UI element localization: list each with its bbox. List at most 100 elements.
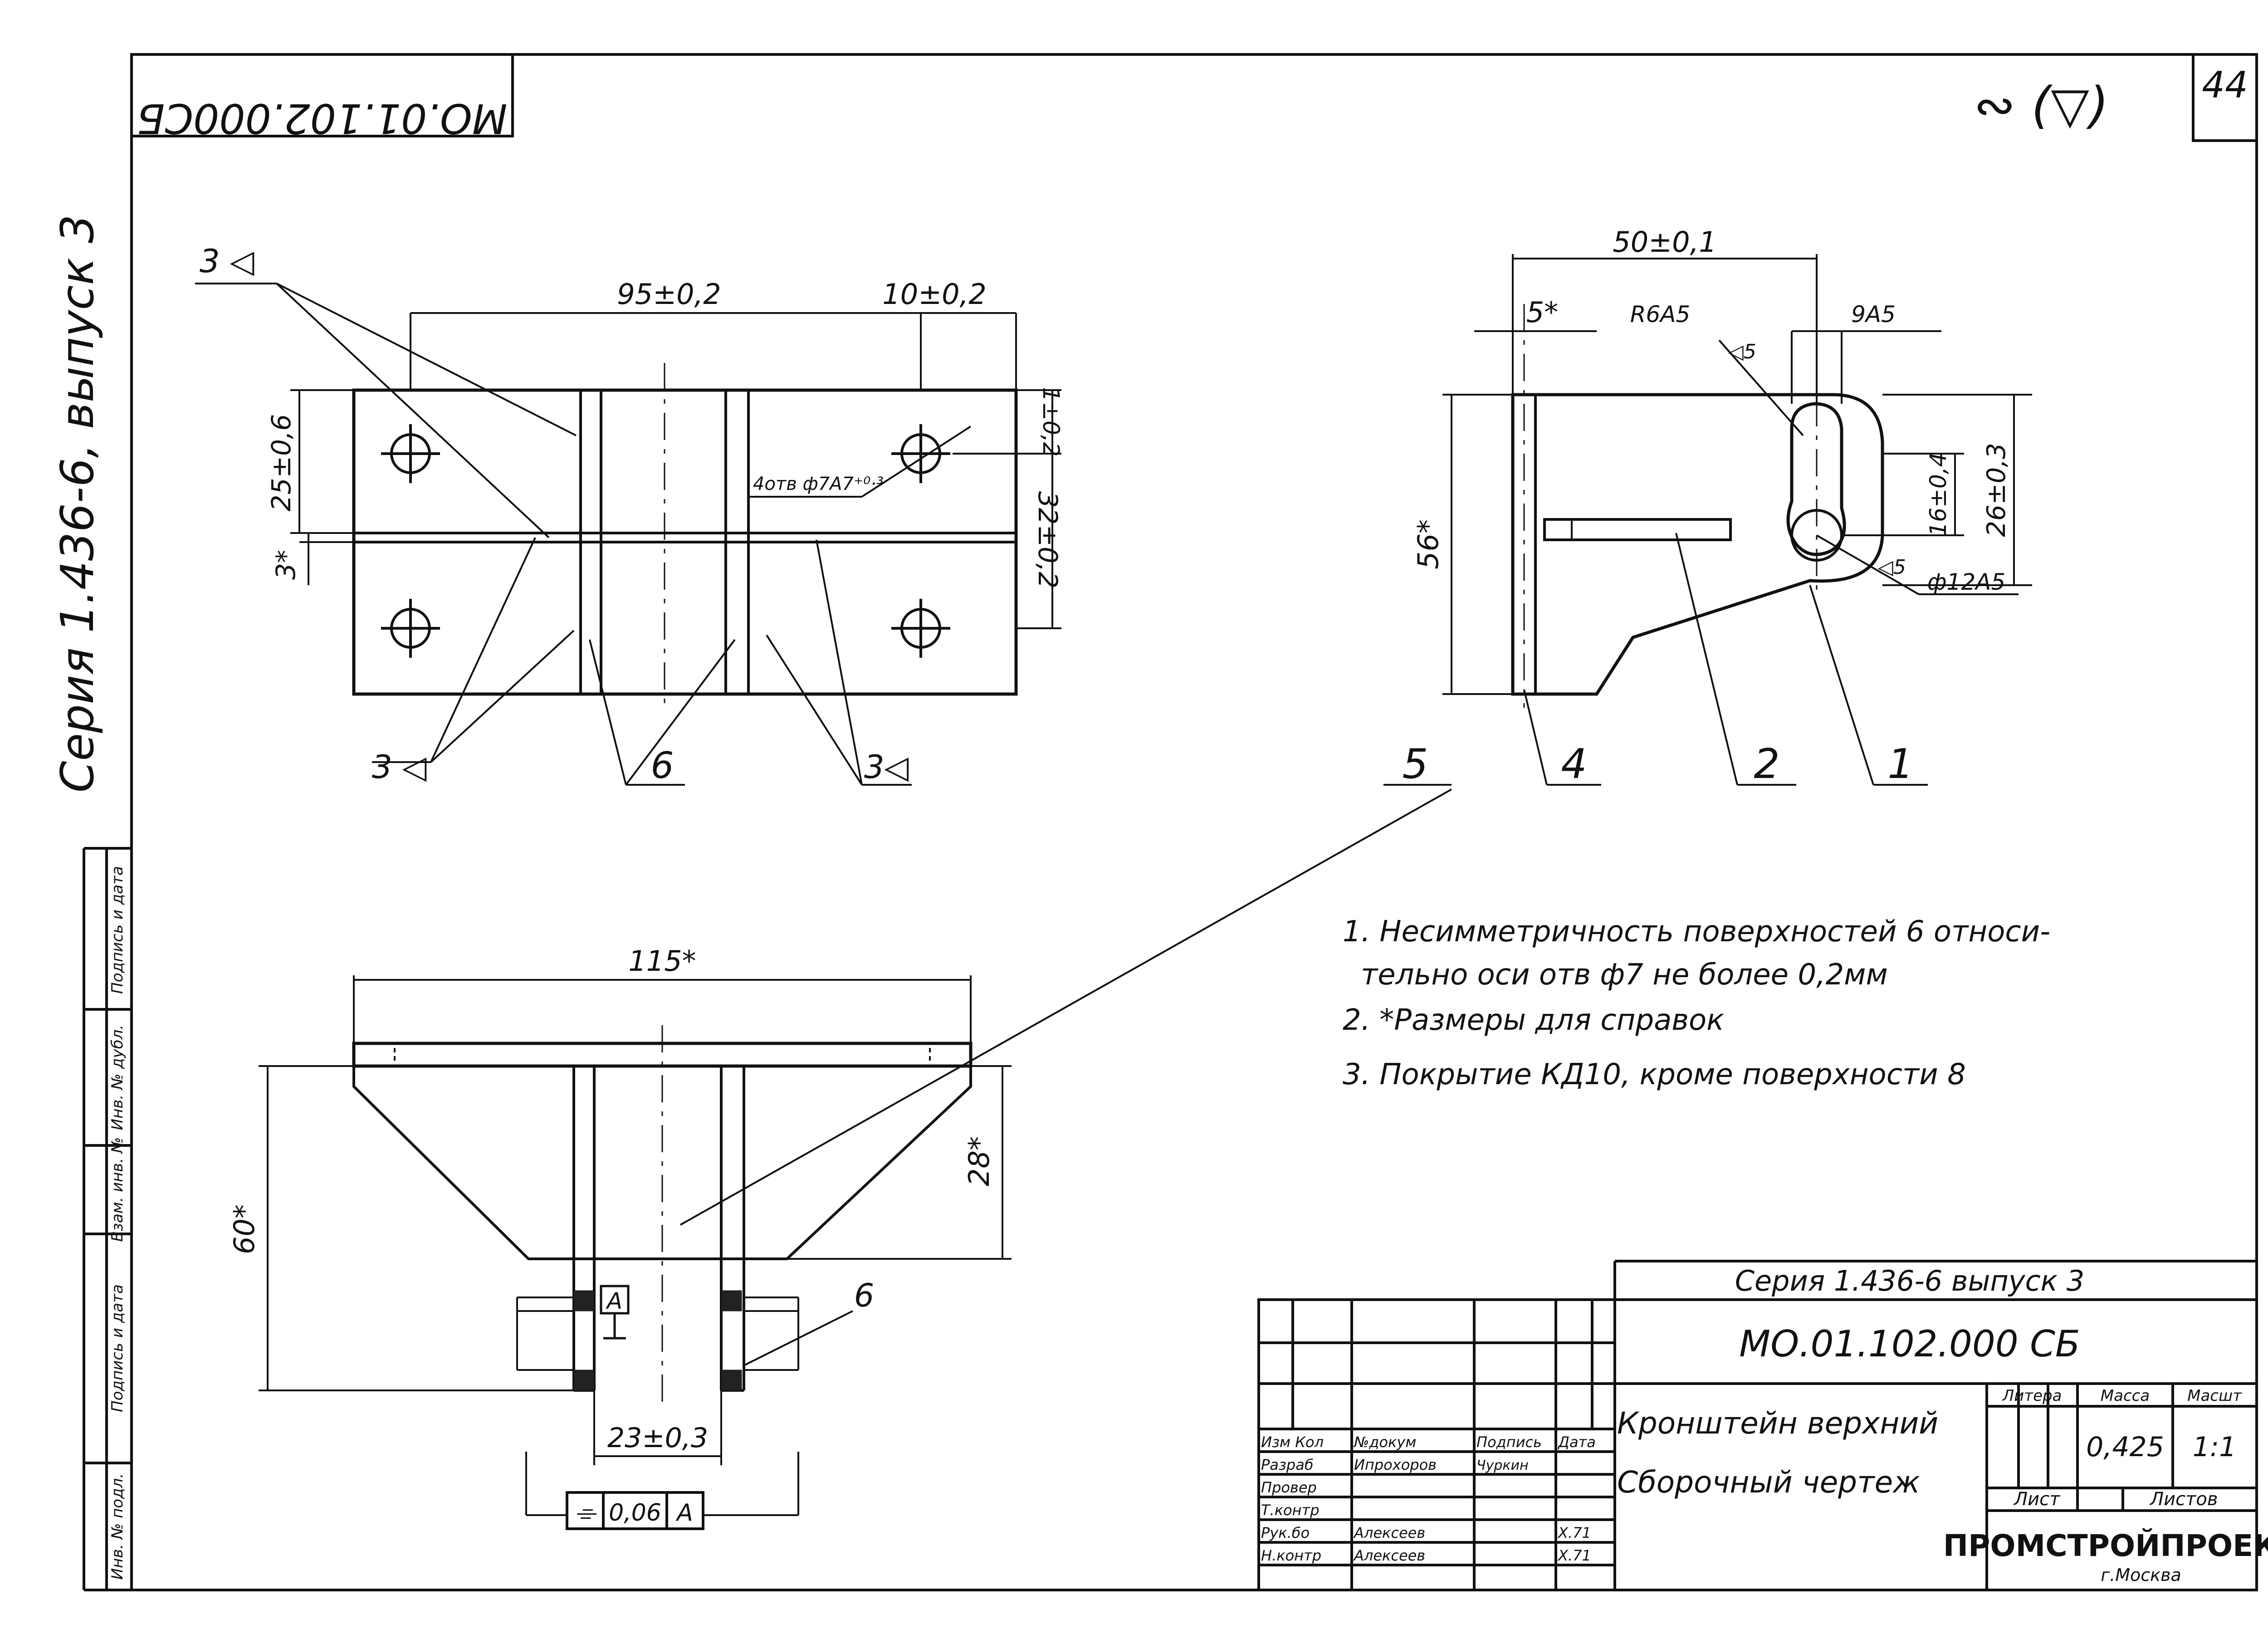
weld-section-icon [573, 1290, 595, 1311]
side-stamp: Подпись и дата Инв. № дубл. Взам. инв. №… [108, 866, 127, 1580]
weld-section-icon [721, 1290, 742, 1311]
mounting-hole-icon [891, 599, 950, 658]
tolerance-symbol: ⌯ [575, 1497, 597, 1527]
dim-10: 10±0,2 [882, 278, 986, 311]
dim-50: 50±0,1 [1613, 225, 1716, 259]
note-1a: 1. Несимметричность поверхностей 6 относ… [1343, 915, 2050, 949]
tb-row1-role: Разраб [1261, 1456, 1314, 1473]
top-view [195, 283, 1061, 786]
dim-25: 25±0,6 [266, 414, 297, 512]
side-stamp-signature-2: Подпись и дата [108, 1284, 127, 1412]
tb-row5-name: Алексеев [1353, 1547, 1425, 1564]
series-side-label: Серия 1.436-6, выпуск 3 [51, 215, 104, 793]
tb-row4-role: Рук.бо [1261, 1524, 1310, 1541]
side-view-leaders [1383, 533, 1928, 786]
title-block-text: Серия 1.436-6 выпуск 3 МО.01.102.000 СБ … [1261, 1264, 2268, 1585]
dim-r6: R6А5 [1630, 301, 1691, 328]
title-name-2: Сборочный чертеж [1617, 1465, 1920, 1500]
dim-16: 16±0,4 [1925, 452, 1951, 536]
front-view-dimensions [259, 788, 1452, 1516]
tb-row0-sign: Подпись [1476, 1433, 1542, 1451]
dim-3: 3* [270, 550, 301, 580]
dim-56: 56* [1412, 519, 1445, 569]
position-2: 2 [1754, 740, 1779, 788]
front-view [259, 788, 1452, 1530]
sheet-number-box: 44 [2192, 54, 2257, 142]
weld-mark-side-2: ◁5 [1877, 556, 1906, 579]
tb-row4-date: Х.71 [1557, 1524, 1591, 1541]
weld-mark-side-1: ◁5 [1728, 340, 1756, 363]
technical-notes: 1. Несимметричность поверхностей 6 относ… [1343, 915, 2050, 1091]
mounting-hole-icon [381, 424, 440, 483]
title-block [1257, 1260, 2258, 1591]
ref-6-top: 6 [651, 744, 674, 787]
roughness-mark: ∾ (▽) [1974, 76, 2109, 134]
dim-1: 1±0,2 [1038, 387, 1064, 456]
top-view-leaders [195, 283, 972, 786]
weld-mark-top: 3 ◁ [200, 243, 254, 280]
weld-section-icon [721, 1370, 742, 1391]
mounting-hole-icon [381, 599, 440, 658]
datum-a: А [606, 1288, 622, 1314]
tb-row1-name: Ипрохоров [1354, 1456, 1437, 1473]
ref-6-front: 6 [854, 1277, 875, 1314]
position-1: 1 [1887, 740, 1913, 788]
weld-section-icon [573, 1370, 595, 1391]
tb-row1-sign: Чуркин [1476, 1458, 1529, 1473]
note-1b: тельно оси отв ф7 не более 0,2мм [1361, 958, 1888, 992]
col-litera: Литера [2002, 1387, 2062, 1405]
tb-row0-name: №докум [1353, 1433, 1416, 1451]
dim-60: 60* [228, 1204, 261, 1254]
top-view-labels: 95±0,2 10±0,2 25±0,6 1±0,2 32±0,2 3* 4от… [200, 243, 1064, 787]
org-city: г.Москва [2101, 1565, 2181, 1585]
title-name-1: Кронштейн верхний [1617, 1406, 1938, 1441]
dim-32: 32±0,2 [1032, 491, 1063, 589]
dim-115: 115* [628, 944, 696, 978]
dim-28: 28* [963, 1136, 996, 1186]
sheet-label: Лист [2013, 1489, 2061, 1510]
front-view-labels: 115* 60* 28* 23±0,3 А 6 ⌯ 0,06 А [228, 944, 996, 1527]
side-stamp-inv-podl: Инв. № подл. [108, 1473, 127, 1580]
tb-row4-name: Алексеев [1353, 1524, 1425, 1541]
corner-code-box: МО.01.102.000СБ [132, 54, 514, 142]
datum-a-box [600, 1285, 630, 1340]
mounting-hole-icon [891, 424, 950, 483]
scale-value: 1:1 [2193, 1431, 2237, 1463]
position-4: 4 [1561, 740, 1587, 788]
dim-95: 95±0,2 [617, 278, 721, 311]
hole-note: 4отв ф7А7⁺⁰·³ [753, 474, 884, 494]
title-code: МО.01.102.000 СБ [1739, 1323, 2080, 1365]
dim-9: 9А5 [1851, 301, 1896, 328]
tb-row3-role: Т.контр [1261, 1502, 1320, 1519]
col-scale: Масшт [2187, 1387, 2242, 1405]
dim-23: 23±0,3 [607, 1422, 708, 1454]
side-stamp-inv-dubl: Инв. № дубл. [108, 1025, 127, 1130]
weld-mark-bottom-right: 3◁ [864, 749, 909, 786]
org-name: ПРОМСТРОЙПРОЕКТ [1943, 1528, 2268, 1563]
tb-row5-role: Н.контр [1261, 1547, 1321, 1564]
dim-5: 5* [1526, 296, 1558, 329]
weld-mark-bottom-left: 3 ◁ [372, 749, 427, 786]
mass-value: 0,425 [2086, 1431, 2164, 1463]
tb-row0-role: Изм Кол [1261, 1433, 1324, 1451]
note-2: 2. *Размеры для справок [1343, 1003, 1724, 1037]
title-series: Серия 1.436-6 выпуск 3 [1735, 1264, 2085, 1297]
tb-row0-date: Дата [1557, 1433, 1596, 1451]
side-stamp-vzam: Взам. инв. № [108, 1137, 127, 1242]
note-3: 3. Покрытие КД10, кроме поверхности 8 [1343, 1058, 1966, 1091]
position-5: 5 [1402, 740, 1428, 788]
sheet-number: 44 [2202, 64, 2248, 106]
tb-row2-role: Провер [1261, 1479, 1317, 1496]
tolerance-frame [566, 1491, 704, 1530]
tolerance-value: 0,06 [609, 1499, 661, 1526]
top-view-dimensions [290, 312, 1061, 629]
sheet-frame [83, 53, 2258, 1591]
side-stamp-signature-1: Подпись и дата [108, 866, 127, 994]
side-view-labels: 50±0,1 5* R6А5 9А5 56* 16±0,4 26±0,3 ф12… [1402, 225, 2011, 788]
tb-row5-date: Х.71 [1557, 1547, 1591, 1564]
col-mass: Масса [2101, 1387, 2150, 1405]
tolerance-datum: А [675, 1499, 693, 1526]
sheets-label: Листов [2149, 1489, 2218, 1510]
dim-phi12: ф12А5 [1927, 569, 2005, 595]
